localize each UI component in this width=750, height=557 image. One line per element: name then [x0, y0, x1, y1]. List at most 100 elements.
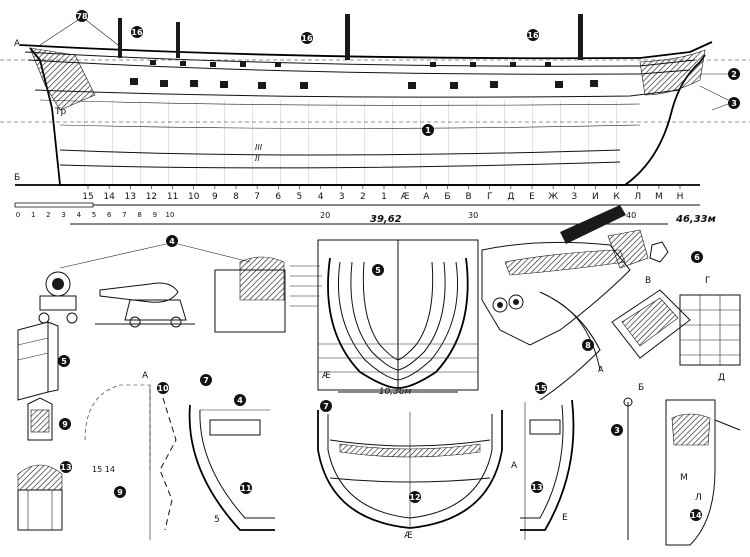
svg-text:1: 1: [425, 126, 431, 135]
left-edge-label: Б: [14, 173, 20, 183]
frame-number: 4: [318, 192, 324, 202]
midship-side-label: А: [511, 461, 518, 471]
stern-gallery-detail: 6 В Г Д А Б: [598, 251, 741, 393]
scale-tick-label: 4: [77, 211, 82, 219]
svg-text:8: 8: [585, 341, 591, 350]
lantern: 9: [27, 397, 71, 441]
frame-number: 10: [188, 192, 200, 202]
wl-label-iii: III: [255, 143, 263, 152]
callout-16c: 16: [527, 29, 539, 41]
body-plan-center: Ӕ: [322, 371, 331, 381]
lantern-frame-label: 15 14: [92, 465, 115, 474]
svg-text:2: 2: [731, 70, 737, 79]
mizzen-stump: [176, 22, 180, 58]
svg-text:13: 13: [531, 483, 542, 492]
gunport-row: [130, 60, 598, 89]
frame-number: А: [423, 192, 430, 202]
scale-40: 40: [626, 211, 636, 220]
body-plan: 5 10,36м Ӕ: [317, 239, 479, 397]
rudder-label-m: М: [680, 473, 688, 483]
svg-text:13: 13: [60, 463, 71, 472]
frame-number: Г: [487, 192, 493, 202]
svg-text:6: 6: [694, 253, 700, 262]
frame-number: К: [613, 192, 620, 202]
detail6-label-v: В: [645, 276, 651, 286]
svg-text:4: 4: [169, 237, 175, 246]
svg-text:5: 5: [61, 357, 67, 366]
rudder-detail: 3 М Л 14: [611, 397, 741, 546]
mizzen-mast: [118, 18, 122, 58]
frame-number: Ж: [548, 192, 558, 202]
main-mast: [345, 14, 350, 60]
svg-text:11: 11: [240, 484, 252, 493]
binnacle: 13: [17, 461, 72, 531]
scale-tick-label: 7: [122, 211, 126, 219]
frame-number: Н: [677, 192, 684, 202]
waterline-iii: [59, 161, 621, 169]
stern-side-label: 5: [214, 515, 220, 525]
frame-grid: [58, 100, 625, 185]
scale-tick-label: 3: [61, 211, 65, 219]
scale-tick-label: 10: [166, 211, 175, 219]
frame-number: 12: [146, 192, 157, 202]
gun-side-view: [95, 282, 195, 328]
detail6-label-a: А: [598, 365, 604, 374]
frame-number: З: [571, 192, 577, 202]
midship-center-label: Ӕ: [404, 531, 413, 541]
detail6-label-d: Д: [718, 373, 725, 383]
frame-number: 2: [360, 192, 366, 202]
frame-number: М: [655, 192, 663, 202]
frame-number: 11: [167, 192, 178, 202]
left-details: 5 9 13: [17, 321, 72, 531]
frame-number: 3: [339, 192, 345, 202]
frame-number: Е: [529, 192, 535, 202]
svg-text:3: 3: [731, 99, 737, 108]
callout-1: 1: [422, 124, 434, 136]
frame-number: 9: [212, 192, 218, 202]
svg-text:9: 9: [62, 420, 68, 429]
midship-section: 7 12 Ӕ А: [317, 400, 518, 541]
svg-text:16: 16: [131, 28, 143, 37]
bow-section: 15 13 Е: [520, 382, 575, 540]
scale-tick-label: 2: [46, 211, 50, 219]
frame-number: 13: [125, 192, 136, 202]
callout-16a: 16: [131, 26, 143, 38]
svg-text:12: 12: [409, 493, 420, 502]
scale-tick-label: 0: [16, 211, 20, 219]
svg-text:16: 16: [527, 31, 539, 40]
scale-tick-label: 1: [31, 211, 35, 219]
scale-20: 20: [320, 211, 330, 220]
scale-tick-label: 5: [92, 211, 96, 219]
svg-text:10: 10: [157, 384, 169, 393]
scale-30: 30: [468, 211, 478, 220]
rudder-label-l: Л: [695, 493, 702, 503]
bow-letter-a: A: [14, 39, 21, 49]
bow-side-label: Е: [562, 513, 568, 523]
frame-number: 5: [297, 192, 303, 202]
length-total: 46,33м: [675, 214, 716, 225]
scale-tick-label: 8: [137, 211, 141, 219]
svg-text:4: 4: [237, 396, 243, 405]
frame-number: 7: [254, 192, 260, 202]
frame-number: 6: [275, 192, 281, 202]
frame-number: Л: [634, 192, 641, 202]
frame-number: 1: [381, 192, 387, 202]
frame-number: Ӕ: [401, 192, 410, 202]
svg-text:15: 15: [535, 384, 547, 393]
frame-number: 15: [82, 192, 93, 202]
svg-text:78: 78: [76, 12, 88, 21]
gun-deck-view: [214, 256, 322, 333]
svg-text:14: 14: [690, 511, 702, 520]
frame-number: Д: [507, 192, 514, 202]
bow-head-detail: 8: [481, 205, 669, 401]
stern-axis-a: А: [142, 371, 149, 381]
callout-16b: 16: [301, 32, 313, 44]
detail6-label-g: Г: [705, 276, 711, 286]
svg-text:7: 7: [323, 402, 329, 411]
frame-number: Б: [444, 192, 450, 202]
wl-label-ii: II: [255, 154, 260, 163]
